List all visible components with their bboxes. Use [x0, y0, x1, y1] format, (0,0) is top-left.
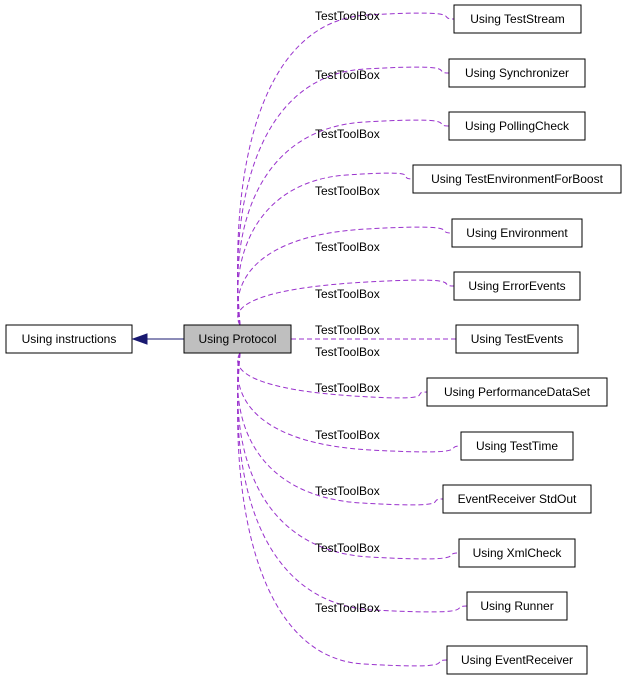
- dependency-edge: [237, 12, 455, 326]
- dependency-edge: [237, 352, 444, 506]
- child-node[interactable]: Using ErrorEvents: [453, 271, 581, 301]
- edge-label: TestToolBox: [315, 484, 380, 498]
- child-node-label: Using TestEvents: [471, 332, 564, 346]
- child-node[interactable]: Using PollingCheck: [448, 111, 586, 141]
- edge-label: TestToolBox: [315, 287, 380, 301]
- dependency-edge: [237, 352, 468, 613]
- dependency-edge: [237, 172, 414, 326]
- edge-label: TestToolBox: [315, 184, 380, 198]
- edge-label: TestToolBox: [315, 381, 380, 395]
- child-node[interactable]: Using TestEnvironmentForBoost: [412, 164, 622, 194]
- child-node-label: Using TestTime: [476, 439, 558, 453]
- dependency-edge: [237, 352, 462, 453]
- child-node-label: Using TestStream: [470, 12, 564, 26]
- edge-label: TestToolBox: [315, 601, 380, 615]
- child-node[interactable]: Using Runner: [466, 591, 568, 621]
- child-node[interactable]: Using PerformanceDataSet: [426, 377, 608, 407]
- child-node[interactable]: EventReceiver StdOut: [442, 484, 592, 514]
- edge-labels-layer: TestToolBoxTestToolBoxTestToolBoxTestToo…: [315, 9, 380, 615]
- dependency-edge: [237, 66, 450, 326]
- edge-label: TestToolBox: [315, 428, 380, 442]
- edge-label: TestToolBox: [315, 68, 380, 82]
- child-node-label: Using Synchronizer: [465, 66, 569, 80]
- parent-node[interactable]: Using instructions: [5, 324, 133, 354]
- child-node[interactable]: Using Environment: [451, 218, 583, 248]
- child-node[interactable]: Using TestTime: [460, 431, 574, 461]
- edge-label: TestToolBox: [315, 127, 380, 141]
- child-node[interactable]: Using XmlCheck: [458, 538, 576, 568]
- parent-node-label: Using instructions: [22, 332, 117, 346]
- edge-label: TestToolBox: [315, 345, 380, 359]
- child-node[interactable]: Using TestEvents: [455, 324, 579, 354]
- dependency-edge: [237, 352, 460, 560]
- edge-label: TestToolBox: [315, 240, 380, 254]
- child-node-label: Using Environment: [466, 226, 568, 240]
- child-node-label: Using ErrorEvents: [468, 279, 565, 293]
- dependency-edge: [237, 352, 448, 667]
- child-node-label: Using PollingCheck: [465, 119, 570, 133]
- child-node[interactable]: Using Synchronizer: [448, 58, 586, 88]
- child-node-label: Using PerformanceDataSet: [444, 385, 591, 399]
- dependency-edge: [237, 279, 455, 326]
- center-node[interactable]: Using Protocol: [183, 324, 292, 354]
- edges-layer: [237, 12, 468, 667]
- dependency-edge: [237, 119, 450, 326]
- center-node-label: Using Protocol: [198, 332, 276, 346]
- child-node-label: EventReceiver StdOut: [458, 492, 577, 506]
- edge-label: TestToolBox: [315, 323, 380, 337]
- child-node[interactable]: Using EventReceiver: [446, 645, 588, 675]
- edge-label: TestToolBox: [315, 9, 380, 23]
- child-node[interactable]: Using TestStream: [453, 4, 582, 34]
- dependency-edge: [237, 352, 428, 399]
- child-node-label: Using TestEnvironmentForBoost: [431, 172, 604, 186]
- edge-label: TestToolBox: [315, 541, 380, 555]
- child-node-label: Using XmlCheck: [473, 546, 563, 560]
- child-node-label: Using Runner: [480, 599, 553, 613]
- child-node-label: Using EventReceiver: [461, 653, 573, 667]
- inheritance-arrowhead: [131, 333, 148, 345]
